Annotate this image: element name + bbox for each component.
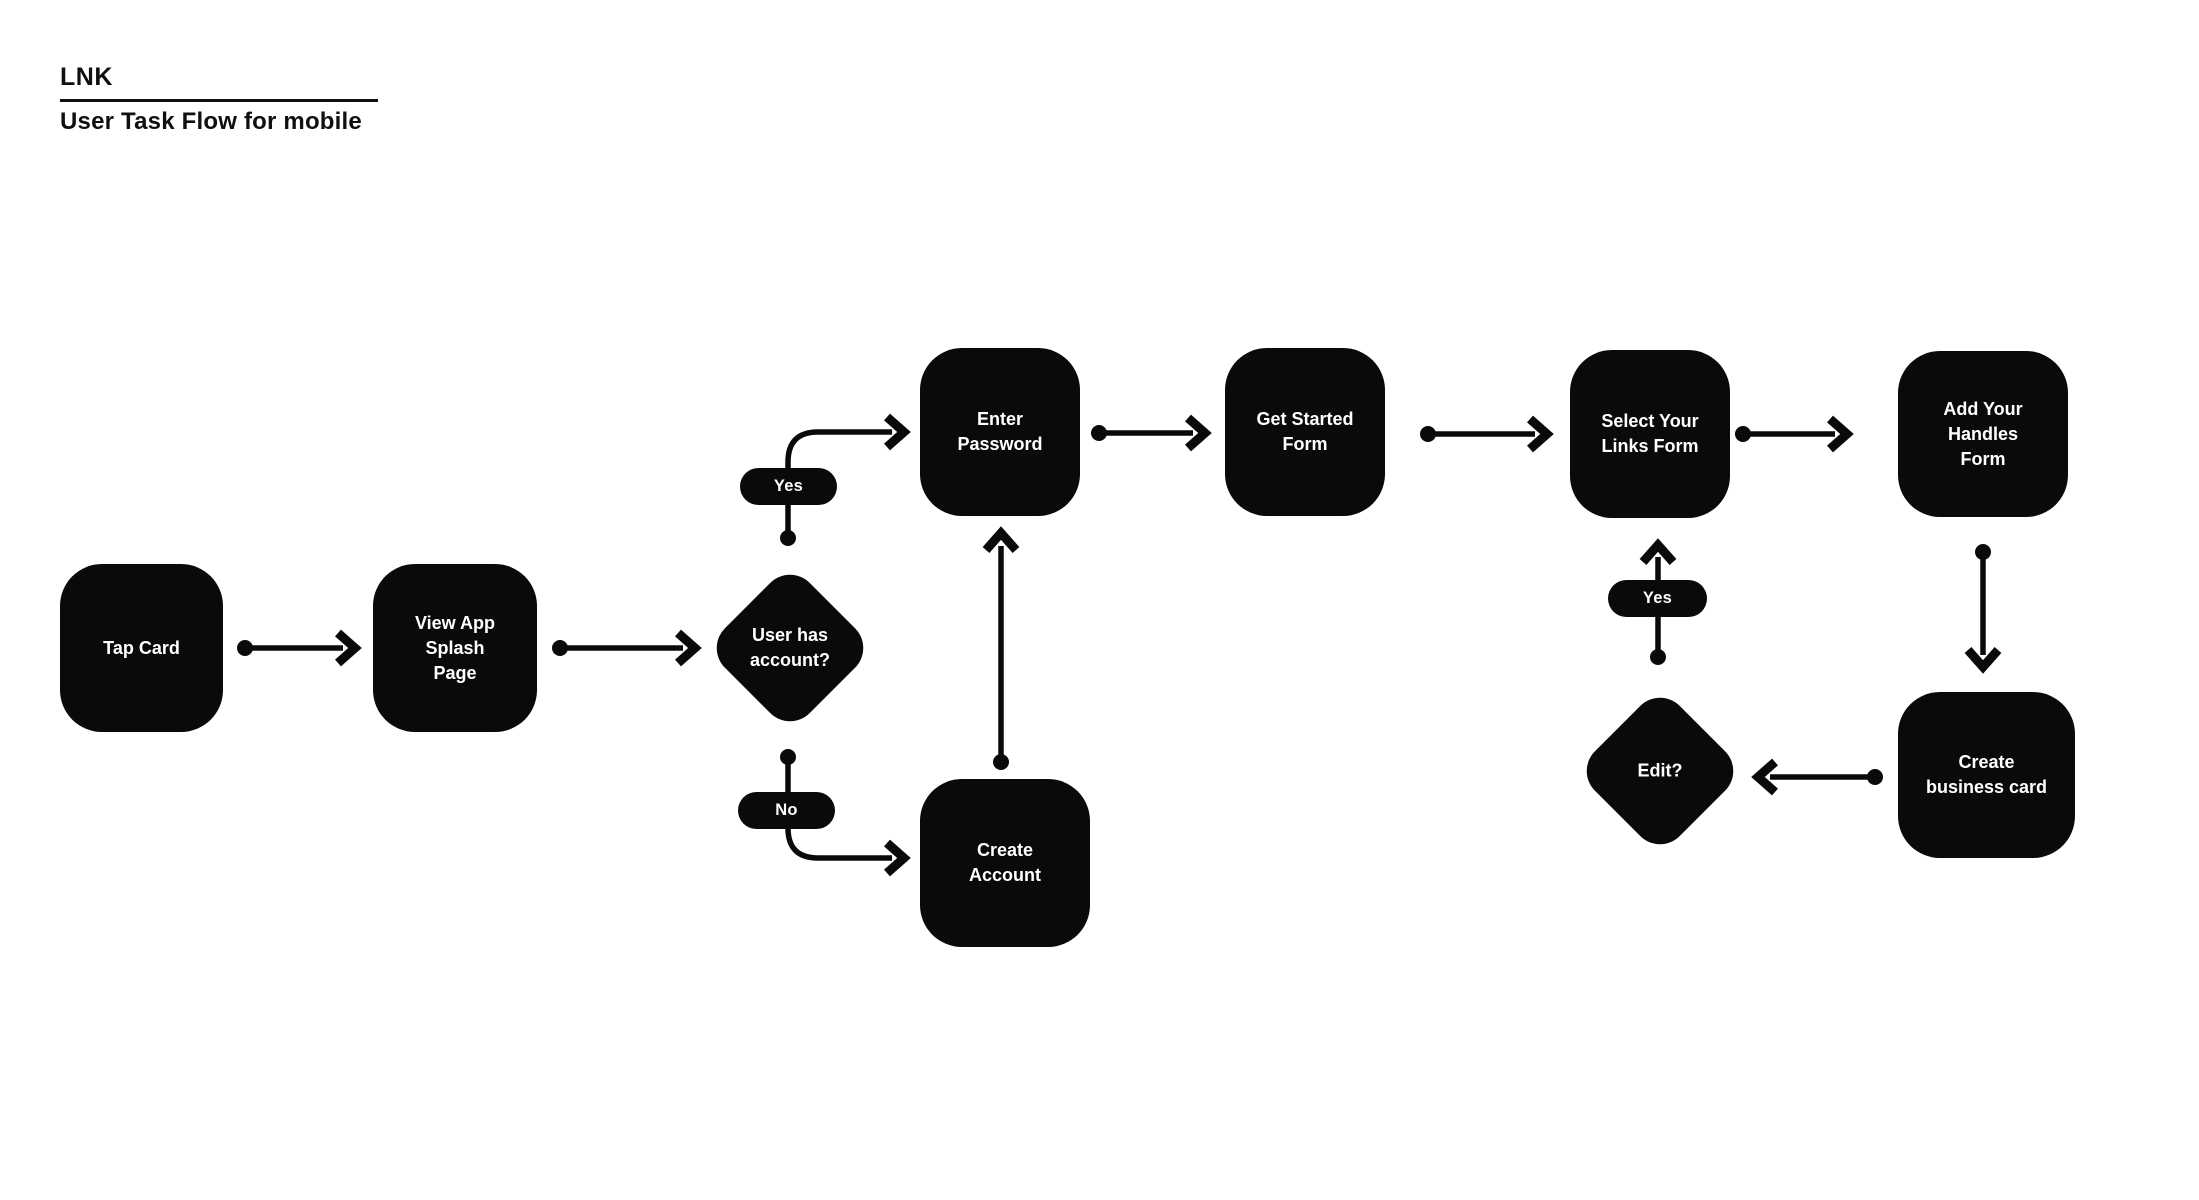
edge-enter-password-to-get-started (1091, 414, 1212, 452)
brand-underline (60, 99, 378, 102)
edge-start-dot (552, 640, 568, 656)
edge-label-yes-edit: Yes (1608, 580, 1707, 617)
edge-add-handles-to-create-business-card (1964, 544, 2002, 674)
edge-tap-card-to-view-app (237, 629, 362, 667)
edge-user-has-account-yes-to-enter-password (780, 413, 911, 546)
edge-start-dot (1650, 649, 1666, 665)
edge-start-dot (1867, 769, 1883, 785)
edge-arrowhead (884, 413, 911, 451)
edge-arrowhead (1527, 415, 1554, 453)
decision-label: User has account? (749, 625, 830, 670)
node-add-your-handles-form: Add Your Handles Form (1898, 351, 2068, 517)
edge-arrowhead (1639, 538, 1677, 565)
edge-arrowhead (335, 629, 362, 667)
edge-label-no-account: No (738, 792, 835, 829)
brand-title: LNK (60, 63, 113, 91)
edge-arrowhead (884, 839, 911, 877)
edge-get-started-to-select-links (1420, 415, 1554, 453)
edge-start-dot (237, 640, 253, 656)
edge-label-yes-account: Yes (740, 468, 837, 505)
edge-arrowhead (1827, 415, 1854, 453)
node-view-app-splash-page: View App Splash Page (373, 564, 537, 732)
node-create-account: Create Account (920, 779, 1090, 947)
edge-start-dot (1420, 426, 1436, 442)
node-get-started-form: Get Started Form (1225, 348, 1385, 516)
decision-label: Edit? (1637, 760, 1683, 781)
edge-arrowhead (1751, 758, 1778, 796)
edge-view-app-to-user-has-account (552, 629, 702, 667)
node-create-business-card: Create business card (1898, 692, 2075, 858)
edge-line (785, 429, 892, 538)
edge-start-dot (780, 530, 796, 546)
node-select-your-links-form: Select Your Links Form (1570, 350, 1730, 518)
edge-start-dot (1091, 425, 1107, 441)
edge-arrowhead (982, 526, 1020, 553)
edge-arrowhead (1185, 414, 1212, 452)
edge-start-dot (993, 754, 1009, 770)
edge-start-dot (1975, 544, 1991, 560)
edge-select-links-to-add-handles (1735, 415, 1854, 453)
edge-create-business-card-to-edit (1751, 758, 1883, 796)
edge-start-dot (1735, 426, 1751, 442)
node-enter-password: Enter Password (920, 348, 1080, 516)
edge-create-account-to-enter-password (982, 526, 1020, 770)
edge-arrowhead (675, 629, 702, 667)
node-tap-card: Tap Card (60, 564, 223, 732)
edge-arrowhead (1964, 647, 2002, 674)
page-title: User Task Flow for mobile (60, 108, 362, 135)
edge-start-dot (780, 749, 796, 765)
